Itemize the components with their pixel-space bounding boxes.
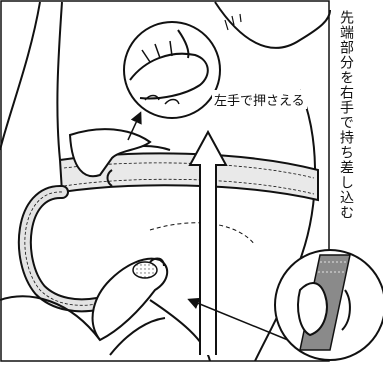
caption-right-hand: 先端部分を右手で持ち差し込む [338, 10, 354, 220]
pointer-arrow-icon [127, 111, 289, 341]
inset-right-hand-detail [274, 249, 383, 361]
waist-belt [17, 152, 319, 313]
upper-hand [68, 128, 152, 187]
buckle [132, 261, 158, 279]
lower-hand [0, 257, 169, 342]
caption-left-hand: 左手で押さえる [212, 90, 307, 109]
inset-left-hand-detail [123, 21, 221, 119]
panel-frame [0, 0, 330, 362]
hollow-up-arrow-icon [188, 129, 228, 355]
